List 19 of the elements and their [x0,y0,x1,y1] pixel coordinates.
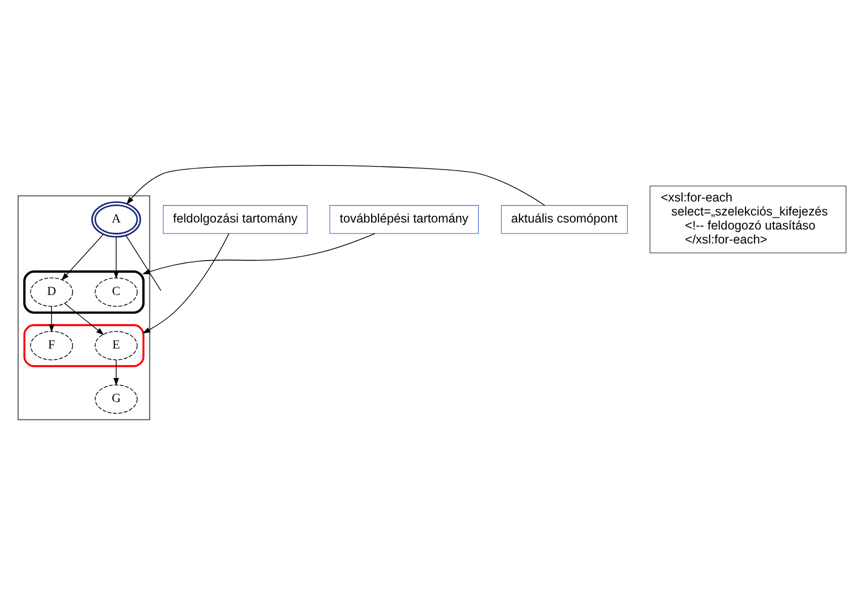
arrow [113,236,119,278]
node-box: továbblépési tartomány [329,204,479,234]
node-box: <xsl:for-each select=„szelekciós_kifejezés <!-- feldogozó utasításo </xsl:for-each> [650,185,846,253]
node-box: aktuális csomópont [500,204,628,234]
node-ellipse: A [91,200,142,238]
arrow [142,232,376,274]
arrow [142,232,230,334]
node-ellipse: G [94,384,138,414]
node-ellipse: E [94,330,138,360]
arrow [64,302,104,335]
connector [126,234,162,290]
node-ellipse: D [30,277,74,306]
arrow [48,306,54,332]
node-box: feldolgozási tartomány [162,204,308,234]
node-ellipse: C [94,277,138,306]
node-ellipse: F [30,330,74,360]
arrow [113,359,119,386]
arrow [126,164,546,206]
arrow [61,233,104,280]
